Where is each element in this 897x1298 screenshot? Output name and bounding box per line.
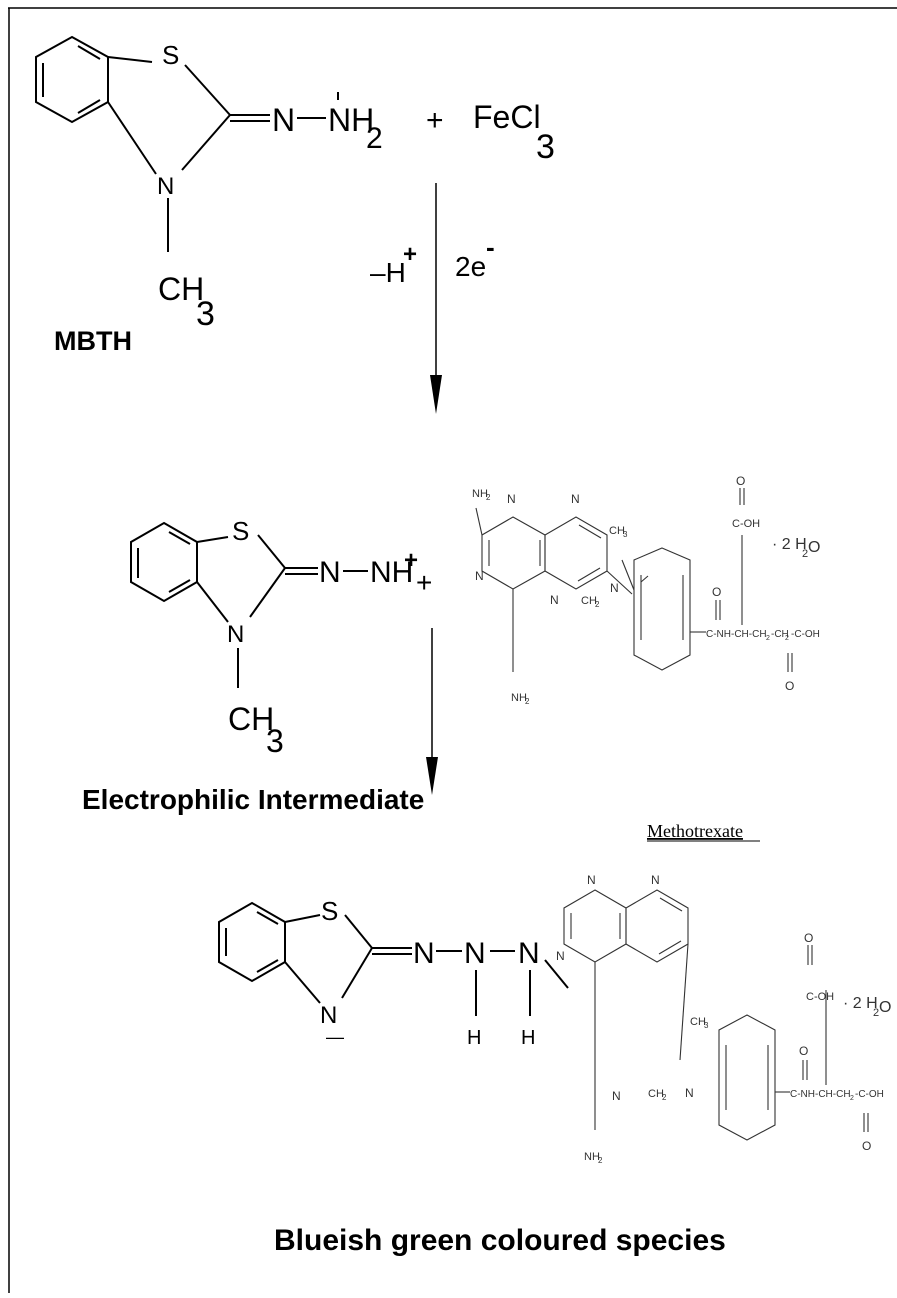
mtx-water: · 2 H: [772, 536, 807, 553]
intermediate-charge: +: [404, 547, 418, 574]
svg-text:2: 2: [486, 493, 491, 502]
mtx-o2: O: [712, 585, 721, 599]
mtx-chain: C-NH-CH-CH: [706, 629, 767, 640]
svg-text:-C-OH: -C-OH: [855, 1089, 884, 1100]
methotrexate-structure: NH 2 N N N N NH 2 CH 3 CH 2 N O C-OH · 2…: [472, 474, 820, 706]
reaction-arrow-1: [430, 183, 442, 414]
methotrexate-label: Methotrexate: [647, 821, 743, 841]
intermediate-sulfur: S: [232, 516, 249, 546]
mbth-methyl: CH: [158, 271, 204, 307]
product-mtx-chain: C-NH-CH-CH: [790, 1089, 851, 1100]
svg-text:2: 2: [802, 548, 808, 560]
svg-text:3: 3: [623, 530, 628, 539]
svg-text:2: 2: [598, 1156, 603, 1165]
mtx-n2: N: [571, 492, 580, 506]
product-mtx-n3: N: [556, 949, 565, 963]
svg-text:2: 2: [873, 1007, 879, 1019]
product-mtx-cooh: C-OH: [806, 991, 834, 1003]
svg-text:2: 2: [766, 635, 770, 642]
svg-text:O: O: [808, 539, 820, 556]
mbth-nitrogen: N: [157, 173, 174, 200]
mbth-methyl-sub: 3: [196, 295, 215, 333]
reagent-fecl3-sub: 3: [536, 128, 555, 166]
product-mtx-n4: N: [612, 1089, 621, 1103]
two-electrons: 2e: [455, 251, 486, 282]
mbth-imine-n: N: [272, 102, 295, 138]
svg-text:-C-OH: -C-OH: [791, 629, 820, 640]
mtx-nh2-bottom: NH: [511, 692, 527, 704]
mtx-n1: N: [507, 492, 516, 506]
product-mtx-methyl: CH: [690, 1016, 706, 1028]
plus-sign-1: +: [426, 104, 444, 137]
product-mtx-n5: N: [685, 1086, 694, 1100]
mbth-sulfur: S: [162, 40, 179, 70]
mtx-n4: N: [550, 593, 559, 607]
mtx-methyl: CH: [609, 525, 625, 537]
mbth-structure: S N N NH 2 CH 3: [35, 35, 383, 333]
mtx-cooh-top: C-OH: [732, 518, 760, 530]
product-mtx-ch2: CH: [648, 1088, 664, 1100]
mtx-n5: N: [610, 581, 619, 595]
intermediate-structure: S N N NH + CH 3: [130, 516, 418, 759]
product-mtx-n1: N: [587, 873, 596, 887]
product-mtx-o3: O: [862, 1139, 871, 1153]
minus-proton-sup: +: [403, 241, 417, 268]
product-structure: S N — N N N H H N N N N NH 2 CH 2 N: [218, 873, 891, 1165]
mtx-nh2-top: NH: [472, 488, 488, 500]
product-nitrogen: N: [320, 1002, 337, 1029]
product-sulfur: S: [321, 896, 338, 926]
mbth-amine-sub: 2: [366, 122, 383, 155]
mbth-benzene-ring: [35, 35, 109, 124]
intermediate-benzene-ring: [130, 521, 198, 603]
product-benzene-ring: [218, 901, 286, 983]
intermediate-methyl: CH: [228, 701, 274, 737]
product-n1: N: [413, 937, 435, 970]
svg-text:3: 3: [704, 1021, 709, 1030]
product-label: Blueish green coloured species: [274, 1224, 726, 1257]
svg-text:-CH: -CH: [771, 629, 789, 640]
intermediate-nh: NH: [370, 556, 413, 589]
mtx-o3: O: [785, 679, 794, 693]
product-mtx-nh2: NH: [584, 1151, 600, 1163]
product-h2: H: [521, 1027, 535, 1049]
mtx-o1: O: [736, 474, 745, 488]
product-n3: N: [518, 937, 540, 970]
two-electrons-sup: -: [486, 232, 495, 262]
svg-text:2: 2: [662, 1093, 667, 1102]
intermediate-imine-n: N: [319, 556, 341, 589]
product-mtx-o2: O: [799, 1044, 808, 1058]
minus-proton: –H: [370, 257, 406, 288]
product-mtx-o1: O: [804, 931, 813, 945]
mbth-label: MBTH: [54, 326, 132, 356]
svg-text:2: 2: [850, 1095, 854, 1102]
svg-text:2: 2: [595, 600, 600, 609]
product-methyl-stub: —: [326, 1027, 344, 1047]
product-h1: H: [467, 1027, 481, 1049]
reagent-fecl3: FeCl: [473, 99, 541, 135]
product-n2: N: [464, 937, 486, 970]
mtx-ch2: CH: [581, 595, 597, 607]
plus-sign-2: +: [416, 567, 432, 598]
mbth-amine: NH: [328, 102, 374, 138]
intermediate-label: Electrophilic Intermediate: [82, 784, 424, 815]
intermediate-nitrogen: N: [227, 621, 244, 648]
svg-text:2: 2: [525, 697, 530, 706]
product-mtx-n2: N: [651, 873, 660, 887]
svg-text:O: O: [879, 999, 891, 1016]
reaction-arrow-2: [426, 628, 438, 795]
mtx-n3: N: [475, 569, 484, 583]
intermediate-methyl-sub: 3: [266, 723, 284, 759]
svg-text:2: 2: [785, 635, 789, 642]
product-water: · 2 H: [843, 995, 878, 1012]
